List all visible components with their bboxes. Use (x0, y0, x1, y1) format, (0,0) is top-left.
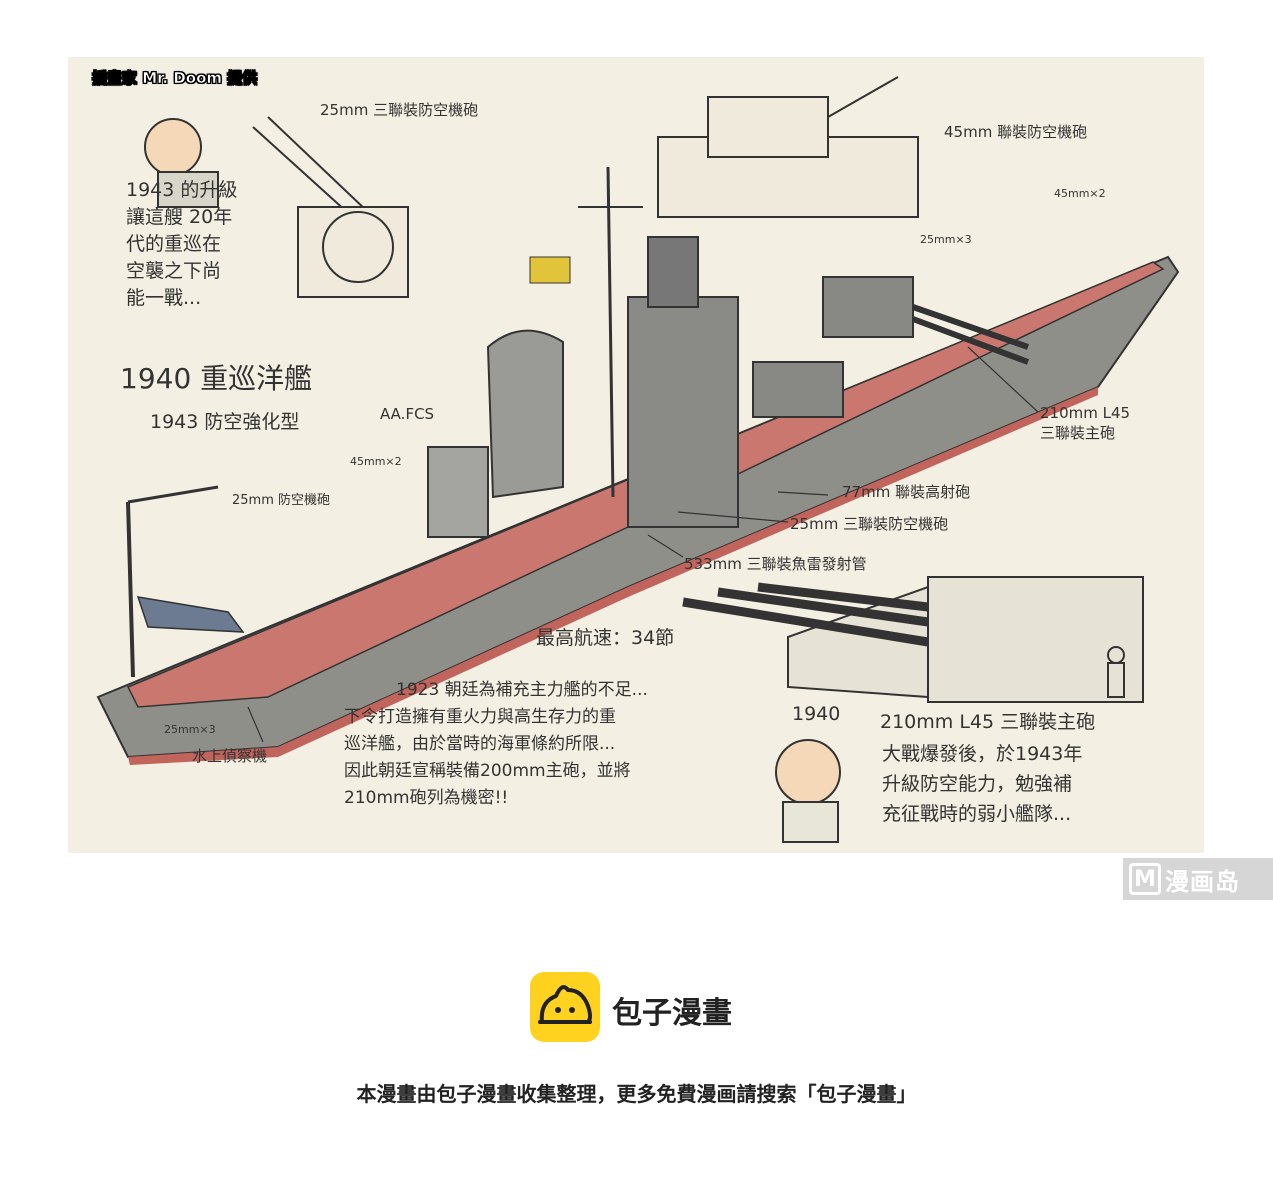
brand-name: 包子漫畫 (612, 996, 732, 1031)
war-note-line: 充征戰時的弱小艦隊... (882, 803, 1072, 825)
label-77mm-gun: 77mm 聯裝高射砲 (842, 483, 971, 501)
title-cruiser: 1940 重巡洋艦 (120, 362, 313, 395)
war-note: 大戰爆發後，於1943年 升級防空能力，勉強補 充征戰時的弱小艦隊... (882, 739, 1082, 829)
history-line: 下令打造擁有重火力與高生存力的重 (344, 707, 616, 727)
label-45mm-bow: 45mm×2 (1054, 187, 1106, 200)
history-line: 因此朝廷宣稱裝備200mm主砲，並將 (344, 761, 631, 781)
history-line: 1923 朝廷為補充主力艦的不足... (396, 680, 648, 700)
watermark-logo-icon: M (1129, 863, 1161, 895)
watermark-text: 漫画岛 (1165, 867, 1240, 896)
label-aa45-top: 45mm 聯裝防空機砲 (944, 123, 1088, 141)
footer-notice: 本漫畫由包子漫畫收集整理，更多免費漫画請搜索「包子漫畫」 (356, 1082, 917, 1106)
title-aa-variant: 1943 防空強化型 (150, 411, 300, 433)
label-torpedo: 533mm 三聯裝魚雷發射管 (684, 555, 867, 573)
label-turret: 210mm L45 三聯裝主砲 (880, 711, 1096, 733)
baozi-logo-icon (530, 972, 600, 1042)
label-aa-fcs: AA.FCS (380, 405, 435, 423)
upgrade-note: 1943 的升級 讓這艘 20年 代的重巡在 空襲之下尚 能一戰... (126, 177, 237, 312)
upgrade-note-line: 空襲之下尚 (126, 260, 222, 282)
illustrator-credit: 插畫家 Mr. Doom 提供 (92, 69, 258, 88)
ship-drawing (96, 76, 1180, 843)
label-main-gun: 210mm L45 三聯裝主砲 (1040, 403, 1130, 443)
upgrade-note-line: 1943 的升級 (126, 179, 238, 201)
label-year-1940: 1940 (792, 703, 841, 725)
label-aa25-top: 25mm 三聯裝防空機砲 (320, 101, 479, 119)
label-aa25-mid: 25mm 三聯裝防空機砲 (790, 515, 949, 533)
label-aa25-left: 25mm 防空機砲 (232, 493, 331, 508)
watermark: M 漫画岛 (1123, 858, 1273, 900)
main-gun-line: 210mm L45 (1040, 404, 1131, 422)
main-gun-line: 三聯裝主砲 (1040, 424, 1116, 442)
label-45mm-left: 45mm×2 (350, 455, 402, 468)
history-line: 210mm砲列為機密!! (344, 788, 509, 808)
history-line: 巡洋艦，由於當時的海軍條約所限... (344, 734, 616, 754)
upgrade-note-line: 能一戰... (126, 287, 202, 309)
upgrade-note-line: 代的重巡在 (126, 233, 222, 255)
label-speed: 最高航速：34節 (536, 627, 675, 649)
war-note-line: 大戰爆發後，於1943年 (882, 743, 1083, 765)
label-25mm-mid: 25mm×3 (920, 233, 972, 246)
label-25mm-stern: 25mm×3 (164, 723, 216, 736)
history-note: 1923 朝廷為補充主力艦的不足... 下令打造擁有重火力與高生存力的重 巡洋艦… (344, 677, 648, 812)
label-seaplane: 水上偵察機 (192, 747, 268, 765)
ship-illustration: 插畫家 Mr. Doom 提供 25mm 三聯裝防空機砲 45mm 聯裝防空機砲… (68, 57, 1204, 853)
upgrade-note-line: 讓這艘 20年 (126, 206, 233, 228)
war-note-line: 升級防空能力，勉強補 (882, 773, 1073, 795)
